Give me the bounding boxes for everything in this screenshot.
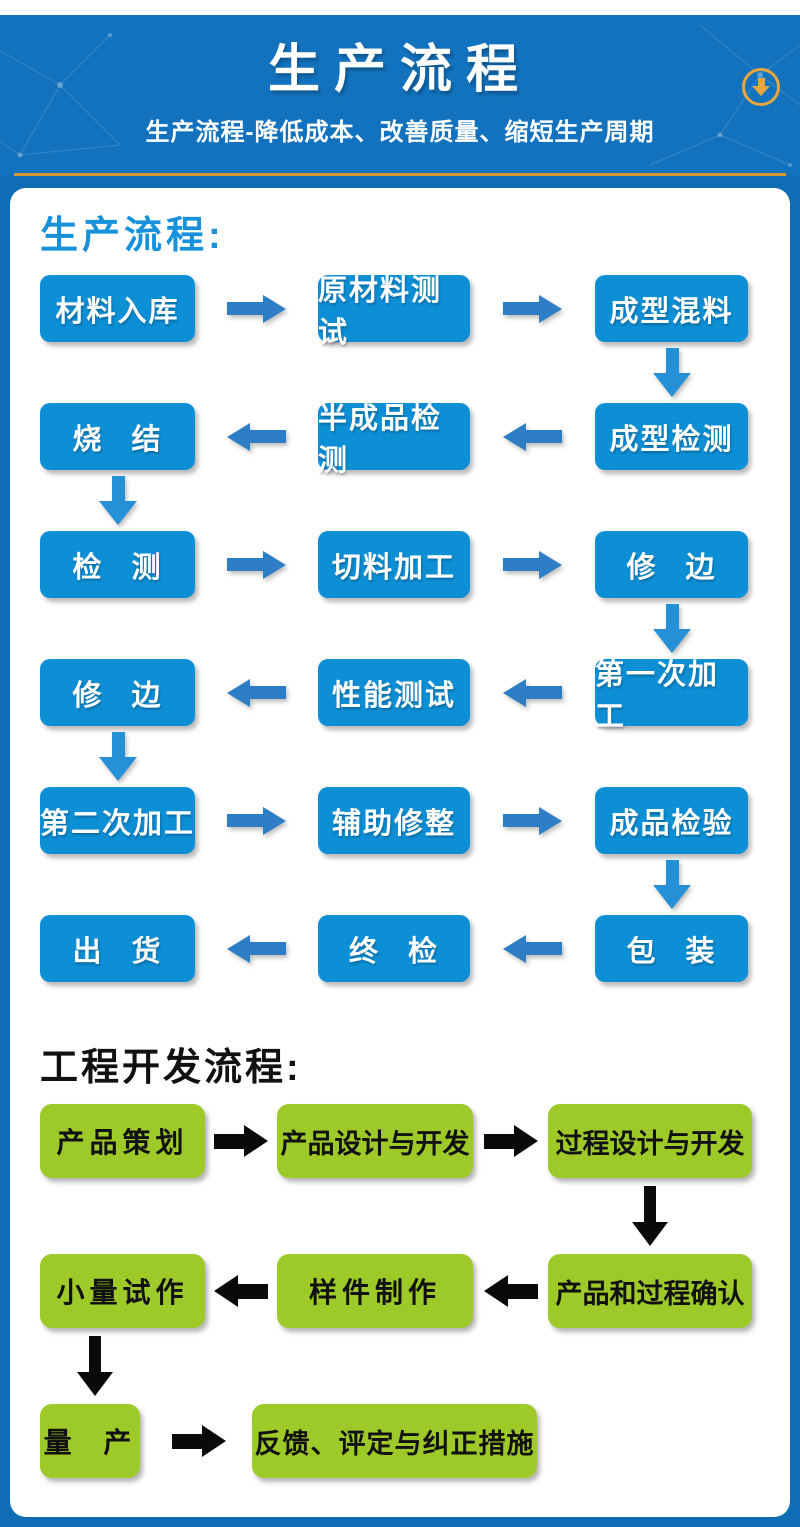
process-box: 性能测试 (318, 659, 470, 726)
arrow-left-icon (503, 678, 562, 707)
arrow-down-icon (632, 1186, 668, 1246)
download-icon[interactable] (742, 68, 780, 106)
process-box: 修 边 (595, 531, 748, 598)
process-box: 辅助修整 (318, 787, 470, 854)
process-box: 成品检验 (595, 787, 748, 854)
arrow-left-icon (227, 678, 286, 707)
arrow-left-icon (227, 934, 286, 963)
connector-row (40, 1178, 760, 1254)
process-box: 成型混料 (595, 275, 748, 342)
process-box: 检 测 (40, 531, 195, 598)
process-box: 小量试作 (40, 1254, 205, 1328)
arrow-right-icon (227, 806, 286, 835)
arrow-down-icon (653, 348, 691, 397)
process-box: 产品设计与开发 (277, 1104, 473, 1178)
arrow-right-icon (227, 294, 286, 323)
process-box: 量 产 (40, 1404, 140, 1478)
page-title: 生产流程 (267, 41, 532, 99)
arrow-right-icon (503, 806, 562, 835)
production-row-1: 材料入库 原材料测试 成型混料 (40, 275, 760, 349)
arrow-right-icon (483, 1125, 538, 1157)
process-box: 过程设计与开发 (548, 1104, 752, 1178)
connector-row (40, 342, 760, 403)
arrow-down-icon (653, 604, 691, 653)
arrow-right-icon (227, 550, 286, 579)
arrow-right-icon (503, 550, 562, 579)
process-box: 成型检测 (595, 403, 748, 470)
arrow-down-icon (77, 1336, 113, 1396)
arrow-left-icon (503, 934, 562, 963)
process-box: 反馈、评定与纠正措施 (252, 1404, 537, 1478)
production-row-6: 出 货 终 检 包 装 (40, 915, 760, 982)
process-box: 样件制作 (277, 1254, 473, 1328)
process-box: 出 货 (40, 915, 195, 982)
arrow-left-icon (227, 422, 286, 451)
process-box: 产品和过程确认 (548, 1254, 752, 1328)
content-card: 生产流程: 材料入库 原材料测试 成型混料 烧 结 半成品检测 成型检测 检 测… (10, 188, 790, 1517)
arrow-down-icon (99, 476, 137, 525)
engineering-row-3: 量 产 反馈、评定与纠正措施 (40, 1404, 760, 1478)
connector-row (40, 854, 760, 915)
process-box: 烧 结 (40, 403, 195, 470)
connector-row (40, 726, 760, 787)
arrow-right-icon (214, 1125, 268, 1157)
engineering-flow-title: 工程开发流程: (40, 1047, 302, 1089)
production-row-3: 检 测 切料加工 修 边 (40, 531, 760, 598)
process-box: 修 边 (40, 659, 195, 726)
process-box: 原材料测试 (318, 275, 470, 349)
connector-row (40, 470, 760, 531)
process-box: 包 装 (595, 915, 748, 982)
connector-row (40, 598, 760, 659)
arrow-left-icon (503, 422, 562, 451)
gold-divider (14, 173, 786, 176)
top-white-strip (0, 0, 800, 15)
process-box: 材料入库 (40, 275, 195, 342)
production-row-4: 修 边 性能测试 第一次加工 (40, 659, 760, 733)
process-box: 半成品检测 (318, 403, 470, 477)
page-header: 生产流程 生产流程-降低成本、改善质量、缩短生产周期 (0, 15, 800, 176)
arrow-left-icon (483, 1275, 538, 1307)
arrow-left-icon (214, 1275, 268, 1307)
process-box: 终 检 (318, 915, 470, 982)
arrow-right-icon (503, 294, 562, 323)
process-box: 第一次加工 (595, 659, 748, 733)
connector-row (40, 1328, 760, 1404)
download-arrow-head (752, 86, 770, 96)
process-box: 产品策划 (40, 1104, 205, 1178)
production-flow-title: 生产流程: (40, 215, 225, 257)
engineering-row-1: 产品策划 产品设计与开发 过程设计与开发 (40, 1104, 760, 1178)
page-subtitle: 生产流程-降低成本、改善质量、缩短生产周期 (145, 119, 655, 146)
process-box: 第二次加工 (40, 787, 195, 854)
arrow-right-icon (172, 1425, 226, 1457)
production-row-2: 烧 结 半成品检测 成型检测 (40, 403, 760, 477)
download-arrow-shaft (757, 78, 765, 86)
production-row-5: 第二次加工 辅助修整 成品检验 (40, 787, 760, 854)
process-box: 切料加工 (318, 531, 470, 598)
arrow-down-icon (653, 860, 691, 909)
arrow-down-icon (99, 732, 137, 781)
engineering-row-2: 小量试作 样件制作 产品和过程确认 (40, 1254, 760, 1328)
